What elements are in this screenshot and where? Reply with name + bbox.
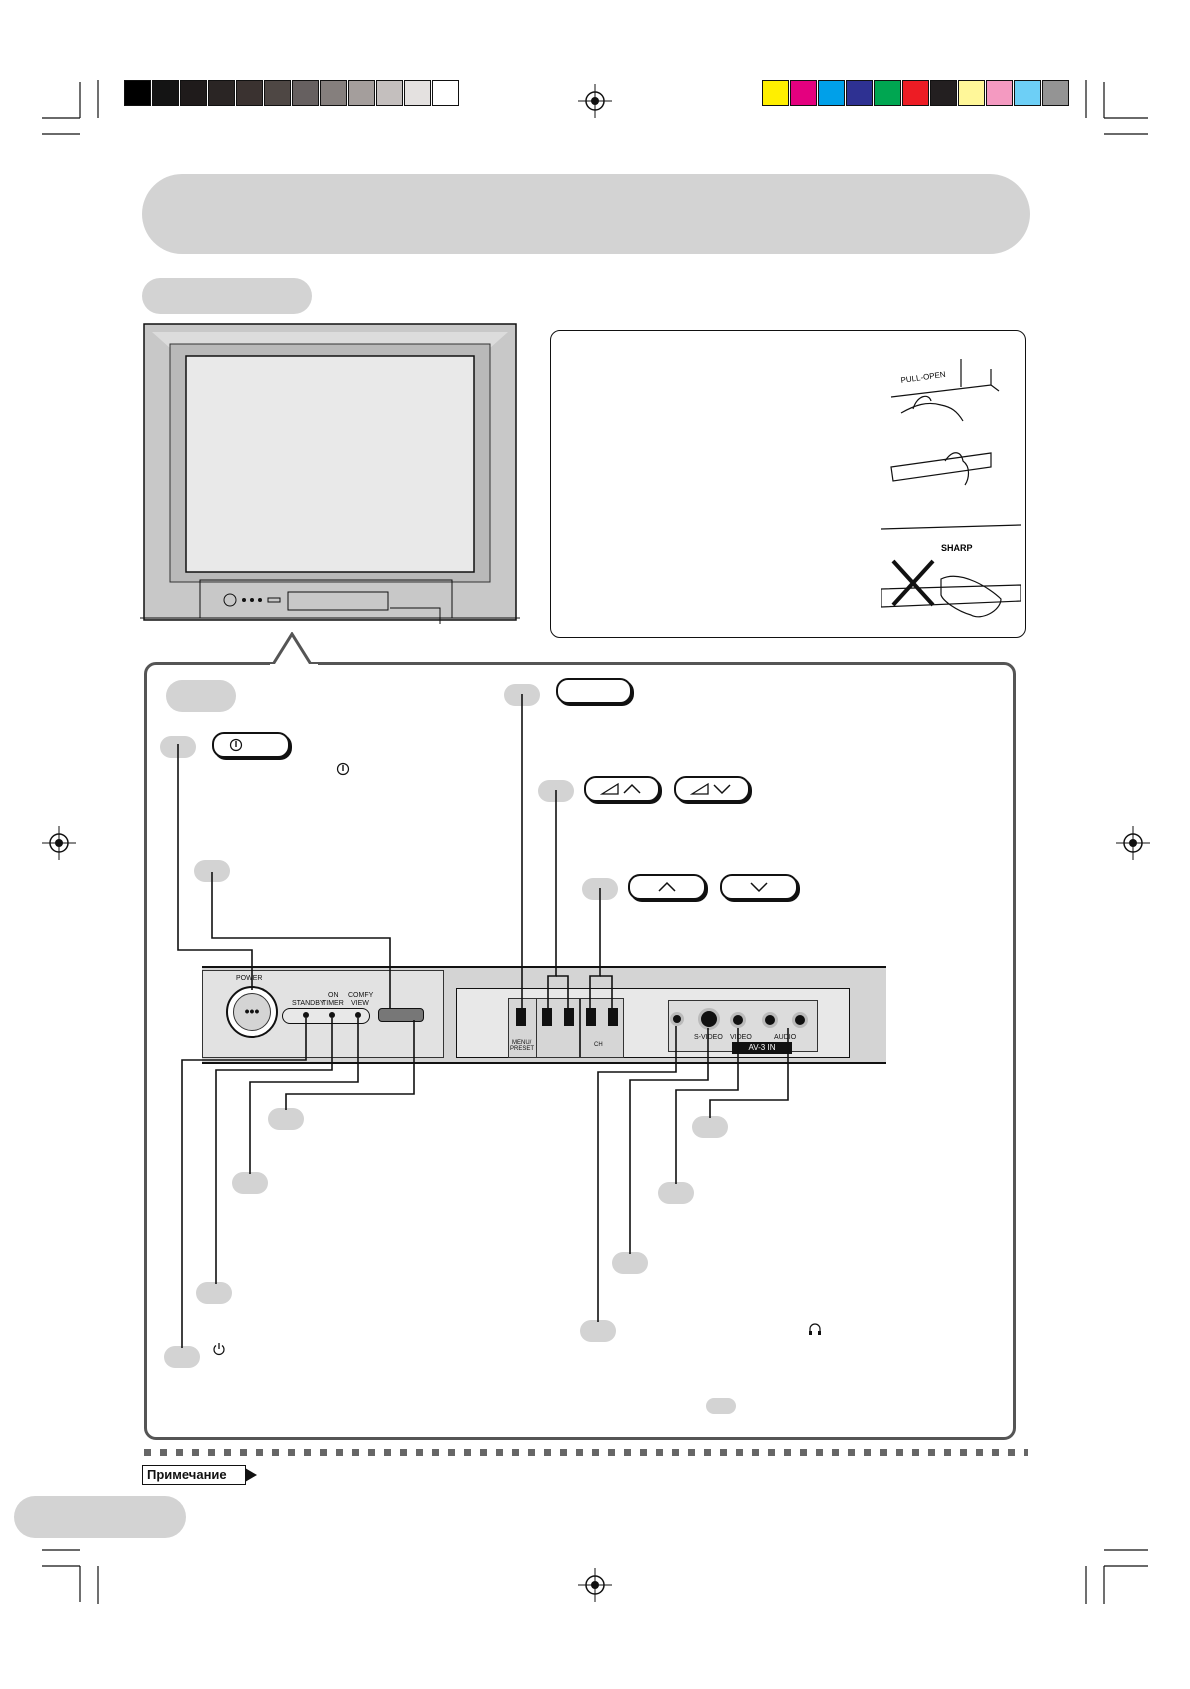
remote-sensor xyxy=(378,1008,424,1022)
registration-mark-icon xyxy=(578,1568,612,1602)
comfy-view-label-2: VIEW xyxy=(351,1000,369,1007)
callout-tag xyxy=(232,1172,268,1194)
menu-button xyxy=(516,1008,526,1026)
brand-label: SHARP xyxy=(941,543,973,553)
callout-tag xyxy=(196,1282,232,1304)
callout-notch xyxy=(270,632,318,668)
audio-r-jack xyxy=(792,1012,808,1028)
on-timer-label-1: ON xyxy=(328,992,339,999)
volume-down-button-pill xyxy=(674,776,750,802)
video-jack xyxy=(730,1012,746,1028)
callout-tag xyxy=(658,1182,694,1204)
gray-swatch xyxy=(180,80,207,106)
gray-swatch xyxy=(152,80,179,106)
page-number-pill xyxy=(14,1496,186,1538)
standby-icon xyxy=(213,1343,225,1356)
gray-swatch xyxy=(208,80,235,106)
power-button-pill xyxy=(212,732,290,758)
process-swatch xyxy=(902,80,929,106)
power-button-inner: ••• xyxy=(233,993,271,1031)
channel-up-button-pill xyxy=(628,874,706,900)
standby-label: STANDBY xyxy=(292,1000,325,1007)
on-timer-led xyxy=(329,1012,335,1018)
power-button: ••• xyxy=(226,986,278,1038)
process-swatch xyxy=(874,80,901,106)
audio-label: AUDIO xyxy=(774,1034,797,1041)
gray-swatch xyxy=(432,80,459,106)
inline-page-ref-tag xyxy=(706,1398,736,1414)
menu-button-pill xyxy=(556,678,632,704)
process-swatch xyxy=(846,80,873,106)
volume-up-button xyxy=(564,1008,574,1026)
section-label xyxy=(142,278,312,314)
registration-mark-icon xyxy=(578,84,612,118)
power-icon xyxy=(336,762,350,776)
callout-tag xyxy=(612,1252,648,1274)
callout-tag xyxy=(580,1320,616,1342)
channel-up-icon xyxy=(658,881,676,892)
headphone-icon xyxy=(809,1323,821,1335)
comfy-view-label-1: COMFY xyxy=(348,992,374,999)
menu-label-2: PRESET xyxy=(510,1046,535,1052)
process-swatch xyxy=(762,80,789,106)
tv-front-illustration xyxy=(140,323,520,624)
volume-down-button xyxy=(542,1008,552,1026)
gray-swatch xyxy=(348,80,375,106)
dotted-separator xyxy=(144,1449,1028,1456)
callout-tag xyxy=(268,1108,304,1130)
comfy-view-led xyxy=(355,1012,361,1018)
front-cover-illustrations: PULL-OPEN SHARP xyxy=(881,359,1021,618)
panel-subheading xyxy=(166,680,236,712)
process-swatch xyxy=(1042,80,1069,106)
process-swatch xyxy=(818,80,845,106)
process-swatch xyxy=(1014,80,1041,106)
process-swatch xyxy=(930,80,957,106)
headphone-jack xyxy=(670,1012,684,1026)
audio-l-jack xyxy=(762,1012,778,1028)
av-in-label: AV-3 IN xyxy=(732,1042,792,1054)
s-video-jack xyxy=(698,1008,720,1030)
channel-down-button-pill xyxy=(720,874,798,900)
channel-label: CH xyxy=(594,1042,603,1048)
channel-up-button xyxy=(608,1008,618,1026)
volume-up-icon xyxy=(600,782,641,795)
gray-swatch xyxy=(236,80,263,106)
gray-swatch xyxy=(404,80,431,106)
channel-down-icon xyxy=(750,882,768,893)
gray-swatch xyxy=(320,80,347,106)
process-swatch xyxy=(986,80,1013,106)
note-label: Примечание xyxy=(142,1465,257,1485)
standby-led xyxy=(303,1012,309,1018)
power-label: POWER xyxy=(236,975,263,982)
process-swatch xyxy=(958,80,985,106)
gray-swatch xyxy=(292,80,319,106)
volume-up-button-pill xyxy=(584,776,660,802)
callout-tag xyxy=(194,860,230,882)
process-swatch xyxy=(790,80,817,106)
power-icon xyxy=(229,738,243,752)
volume-down-icon xyxy=(690,782,731,795)
callout-tag xyxy=(164,1346,200,1368)
registration-mark-icon xyxy=(42,826,76,860)
menu-label-1: MENU/ xyxy=(512,1040,532,1046)
channel-down-button xyxy=(586,1008,596,1026)
front-cover-info-box: PULL-OPEN SHARP xyxy=(550,330,1026,638)
gray-swatch xyxy=(376,80,403,106)
gray-swatch xyxy=(124,80,151,106)
video-label: VIDEO xyxy=(730,1034,752,1041)
gray-swatch xyxy=(264,80,291,106)
on-timer-label-2: TIMER xyxy=(322,1000,344,1007)
callout-tag xyxy=(692,1116,728,1138)
registration-mark-icon xyxy=(1116,826,1150,860)
title-banner xyxy=(142,174,1030,254)
